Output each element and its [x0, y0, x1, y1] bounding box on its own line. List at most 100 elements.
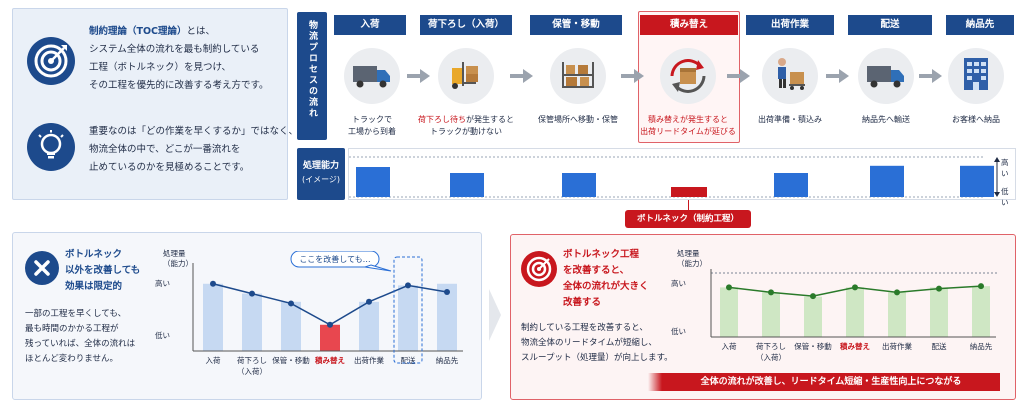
bottleneck-improve-panel: ボトルネック工程 を改善すると、 全体の流れが大きく 改善する 制約している工程…	[510, 234, 1016, 400]
chart-category-label: 納品先	[970, 341, 993, 351]
flow-arrow-icon	[407, 69, 430, 83]
chart-category-label: 入荷	[722, 341, 737, 351]
left-low-label: 低い	[155, 331, 170, 340]
intro-panel: 制約理論（TOC理論）とは、 システム全体の流れを最も制約している 工程（ボトル…	[12, 8, 298, 200]
chart-bar-4	[359, 301, 379, 351]
step-caption-line2: 出荷リードタイムが延びる	[640, 127, 736, 136]
left-title-3: 効果は限定的	[65, 281, 123, 292]
intro-line6: 物流全体の中で、どこが一番流れを	[89, 144, 241, 155]
right-title-3: 全体の流れが大きく	[563, 281, 649, 292]
right-title-2: を改善すると、	[563, 265, 630, 276]
callout-tail	[364, 264, 392, 272]
left-title-2: 以外を改善しても	[65, 265, 141, 276]
step-caption-4: 出荷準備・積込み	[730, 114, 850, 126]
right-high-label: 高い	[671, 279, 686, 288]
non-bottleneck-panel: ボトルネック 以外を改善しても 効果は限定的 一部の工程を早くしても、 最も時間…	[12, 232, 482, 400]
step-circle-6	[948, 48, 1004, 104]
building-icon	[964, 58, 988, 90]
chart-bar-4	[888, 292, 906, 337]
flow-arrow-icon	[826, 69, 849, 83]
chart-bar-2	[281, 301, 301, 351]
intro-key-point: 重要なのは「どの作業を早くするか」ではなく、 物流全体の中で、どこが一番流れを …	[89, 123, 298, 177]
left-body-4: ほとんど変わりません。	[25, 354, 118, 364]
step-caption-line1: お客様へ納品	[952, 115, 1000, 124]
step-caption-line1: トラックで	[352, 115, 392, 124]
bottleneck-tag-connector	[688, 200, 689, 210]
left-ylabel-2: （能力）	[163, 259, 193, 268]
left-ylabel-1: 処理量	[163, 249, 186, 258]
intro-line5: 重要なのは「どの作業を早くするか」ではなく、	[89, 126, 299, 137]
step-circle-3	[660, 48, 716, 104]
left-chart-svg: 入荷荷下ろし（入荷）保管・移動積み替え出荷作業配送納品先ここを改善しても…	[192, 251, 463, 376]
intro-line2: システム全体の流れを最も制約している	[89, 44, 260, 55]
right-ylabel-1: 処理量	[677, 249, 700, 258]
step-caption-line1: 出荷準備・積込み	[758, 115, 822, 124]
capacity-chart: 高い 低い	[348, 148, 1016, 207]
chart-point-0	[210, 280, 216, 287]
worker-cart-icon	[778, 58, 805, 90]
chart-point-3	[852, 284, 858, 291]
left-panel-body: 一部の工程を早くしても、 最も時間のかかる工程が 残っていれば、全体の流れは ほ…	[25, 307, 135, 367]
bottleneck-tag: ボトルネック（制約工程）	[625, 210, 751, 228]
capacity-bar-1	[450, 173, 484, 197]
flow-label-text: 物流プロセスの流れ	[307, 20, 317, 119]
step-circle-2	[550, 48, 606, 104]
flow-arrow-icon	[621, 69, 644, 83]
right-y-axis-label: 処理量 （能力）	[677, 249, 707, 269]
truck-icon	[867, 66, 904, 88]
chart-bar-5	[398, 285, 418, 351]
chart-category-label: 出荷作業	[882, 341, 912, 351]
chart-point-3	[327, 321, 333, 328]
capacity-bar-6	[960, 165, 994, 197]
step-circle-5	[858, 48, 914, 104]
capacity-bar-3	[671, 187, 707, 197]
box-cycle-icon	[670, 59, 706, 93]
capacity-svg	[349, 156, 1000, 198]
step-title-0: 入荷	[334, 15, 406, 35]
step-caption-2: 保管場所へ移動・保管	[518, 114, 638, 126]
chart-category-label: 配送	[932, 341, 947, 351]
right-body-3: スループット（処理量）が向上します。	[521, 353, 673, 363]
right-body-2: 物流全体のリードタイムが短縮し、	[521, 338, 657, 348]
intro-definition: 制約理論（TOC理論）とは、 システム全体の流れを最も制約している 工程（ボトル…	[89, 23, 269, 95]
capacity-bar-4	[774, 173, 808, 197]
step-caption-6: お客様へ納品	[916, 114, 1024, 126]
right-title-1: ボトルネック工程	[563, 249, 640, 260]
capacity-bar-5	[870, 165, 904, 197]
step-caption-rest: が発生すると	[466, 115, 514, 124]
flow-arrow-icon	[727, 69, 750, 83]
right-panel-title: ボトルネック工程 を改善すると、 全体の流れが大きく 改善する	[563, 247, 649, 311]
chart-bar-0	[203, 283, 223, 351]
callout-bubble	[290, 251, 380, 268]
capacity-label-1: 処理能力	[302, 161, 339, 171]
chart-point-0	[726, 284, 732, 291]
step-caption-line2: 工場から到着	[348, 127, 396, 136]
intro-line1-rest: とは、	[186, 26, 216, 37]
step-circle-1	[438, 48, 494, 104]
left-high-label: 高い	[155, 279, 170, 288]
step-caption-1: 荷下ろし待ちが発生するとトラックが動けない	[406, 114, 526, 138]
step-circle-0	[344, 48, 400, 104]
step-title-2: 保管・移動	[530, 15, 622, 35]
step-caption-line2: トラックが動けない	[430, 127, 502, 136]
step-caption-line1: 積み替えが発生すると	[648, 115, 728, 124]
capacity-low-label: 低い	[1001, 187, 1009, 207]
chart-bar-0	[720, 287, 738, 337]
right-chart-svg: 入荷荷下ろし（入荷）保管・移動積み替え出荷作業配送納品先	[710, 269, 999, 362]
step-title-4: 出荷作業	[746, 15, 834, 35]
chart-category-label: 保管・移動	[794, 341, 832, 351]
chart-category-label: 保管・移動	[272, 355, 310, 365]
chart-category-label: 配送	[401, 355, 416, 365]
chart-category-label: 積み替え	[839, 341, 870, 351]
step-caption-3: 積み替えが発生すると出荷リードタイムが延びる	[628, 114, 748, 138]
chart-bar-1	[242, 293, 262, 351]
step-caption-line1: 保管場所へ移動・保管	[538, 115, 618, 124]
capacity-high-label: 高い	[1001, 158, 1009, 178]
left-body-3: 残っていれば、全体の流れは	[25, 339, 136, 349]
chart-bar-2	[804, 296, 822, 337]
right-ylabel-2: （能力）	[677, 259, 707, 268]
step-caption-0: トラックで工場から到着	[312, 114, 432, 138]
chart-point-4	[366, 298, 372, 305]
toc-term: 制約理論（TOC理論）	[89, 26, 187, 37]
chart-bar-5	[930, 287, 948, 337]
